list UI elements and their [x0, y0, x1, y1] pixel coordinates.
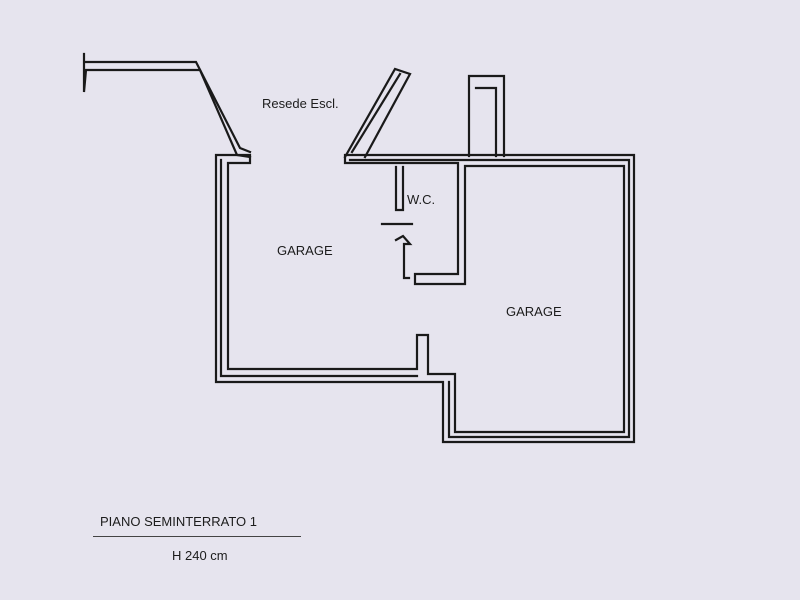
right-ramp-wall-inner [350, 72, 402, 154]
duct-wall-inner [474, 86, 498, 158]
caption-divider [93, 536, 301, 537]
inner-perimeter-left [219, 158, 419, 378]
wc-partition-lower [394, 234, 413, 280]
garage-left-label: GARAGE [277, 243, 333, 258]
resede-label: Resede Escl. [262, 96, 339, 111]
wc-label: W.C. [407, 192, 436, 207]
walls [82, 52, 636, 444]
inner-perimeter-bottom [348, 158, 631, 439]
ceiling-height: H 240 cm [172, 548, 228, 563]
garage-right-label: GARAGE [506, 304, 562, 319]
outer-perimeter [214, 153, 636, 444]
right-ramp-wall [343, 67, 412, 159]
left-ramp-wall [82, 52, 252, 159]
left-ramp-wall-inner [84, 60, 252, 154]
floor-title: PIANO SEMINTERRATO 1 [100, 514, 257, 529]
wc-partition [394, 165, 405, 212]
duct-wall [467, 74, 506, 158]
